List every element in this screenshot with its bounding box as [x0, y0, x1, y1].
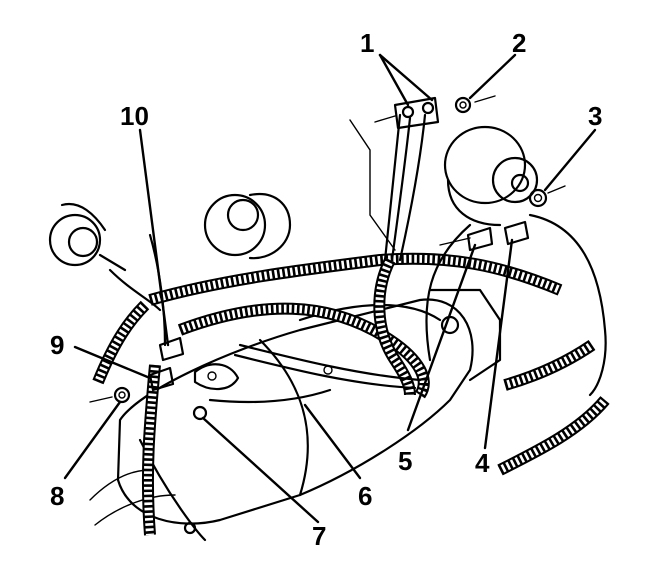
callout-labels: 1 2 3 4 5 6 7 8 9 10 [50, 28, 602, 551]
wire-connector-lead [108, 268, 162, 312]
leader-2 [468, 53, 517, 100]
leader-lines [63, 53, 597, 524]
callout-5: 5 [398, 446, 412, 476]
harness-clip [323, 365, 333, 375]
callout-8: 8 [50, 481, 64, 511]
harness-drop-ribs [374, 257, 415, 396]
alternator-lower-edge [446, 178, 502, 227]
leader-8 [63, 400, 122, 480]
starter-motor-seam [258, 338, 309, 497]
harness-lower-ribs [178, 304, 429, 398]
solenoid-terminal-cluster [193, 363, 240, 391]
center-connector [203, 192, 292, 260]
nut-3 [528, 188, 548, 208]
center-connector-body [203, 193, 267, 257]
wire-terminal-1c [398, 113, 427, 262]
engine-outline-line [349, 119, 396, 251]
leader-9 [73, 345, 152, 380]
connector-face [67, 226, 99, 258]
callout-10: 10 [120, 101, 149, 131]
nut-8-axis [89, 396, 113, 403]
nut-7 [192, 405, 208, 421]
terminal-10 [158, 336, 185, 362]
leader-10 [138, 128, 170, 347]
center-connector-shell [248, 192, 292, 260]
wire-terminal-1a [383, 113, 402, 262]
callout-6: 6 [358, 481, 372, 511]
harness-right-lower-fill [498, 397, 609, 474]
terminal-9 [148, 366, 175, 392]
wire-terminal-1b [390, 116, 412, 262]
leader-6 [303, 403, 362, 480]
leader-5 [406, 243, 477, 432]
harness-right-tail-ribs [503, 341, 595, 390]
center-connector-face [226, 198, 260, 232]
alternator-hub [510, 173, 530, 193]
engine-block-edge [428, 288, 502, 382]
nut-8-hole [118, 391, 126, 399]
leader-1b [378, 53, 434, 102]
nut-8 [113, 386, 131, 404]
callout-4: 4 [475, 448, 490, 478]
starter-motor-housing [116, 298, 474, 525]
callout-9: 9 [50, 330, 64, 360]
terminal-4 [503, 220, 530, 246]
terminal-eyelet-1a [401, 105, 415, 119]
stud-5 [439, 237, 471, 246]
connector-body [48, 213, 102, 267]
alternator-face [491, 156, 539, 204]
callout-1: 1 [360, 28, 374, 58]
wire-solenoid-6 [208, 388, 332, 404]
mount-bolt [183, 521, 197, 535]
leader-1a [378, 53, 410, 107]
nut-2-hole [459, 101, 467, 109]
wire-battery-loop [528, 213, 607, 397]
hardware [89, 95, 566, 421]
callout-7: 7 [312, 521, 326, 551]
connector-top-edge [60, 202, 107, 232]
alternator-body [443, 125, 527, 205]
wire-bundle-2 [233, 353, 417, 390]
left-connector [48, 202, 127, 272]
connector-lead [98, 253, 127, 272]
wire-to-stud-5 [425, 223, 472, 362]
terminal-eyelet-1b [421, 101, 435, 115]
harness-left-down-ribs [143, 364, 160, 536]
wiring-harness [92, 252, 610, 536]
harness-left-stub-ribs [93, 301, 149, 384]
leader-4 [483, 238, 514, 450]
solenoid-stud [207, 371, 217, 381]
callout-3: 3 [588, 101, 602, 131]
leader-7 [201, 416, 320, 524]
harness-main-fill [148, 254, 562, 304]
nut-2 [454, 96, 472, 114]
mount-bracket-line-2 [94, 494, 176, 526]
wire-left-riser [148, 233, 167, 347]
nut-2-axis [474, 95, 496, 103]
leader-3 [543, 128, 597, 192]
callout-2: 2 [512, 28, 526, 58]
nut-3-hole [533, 193, 543, 203]
alternator [443, 125, 539, 227]
stud-clamp-5 [466, 226, 494, 252]
nut-3-axis [547, 185, 566, 194]
terminal-block-1 [393, 96, 440, 130]
terminal-stud-1 [374, 115, 396, 123]
